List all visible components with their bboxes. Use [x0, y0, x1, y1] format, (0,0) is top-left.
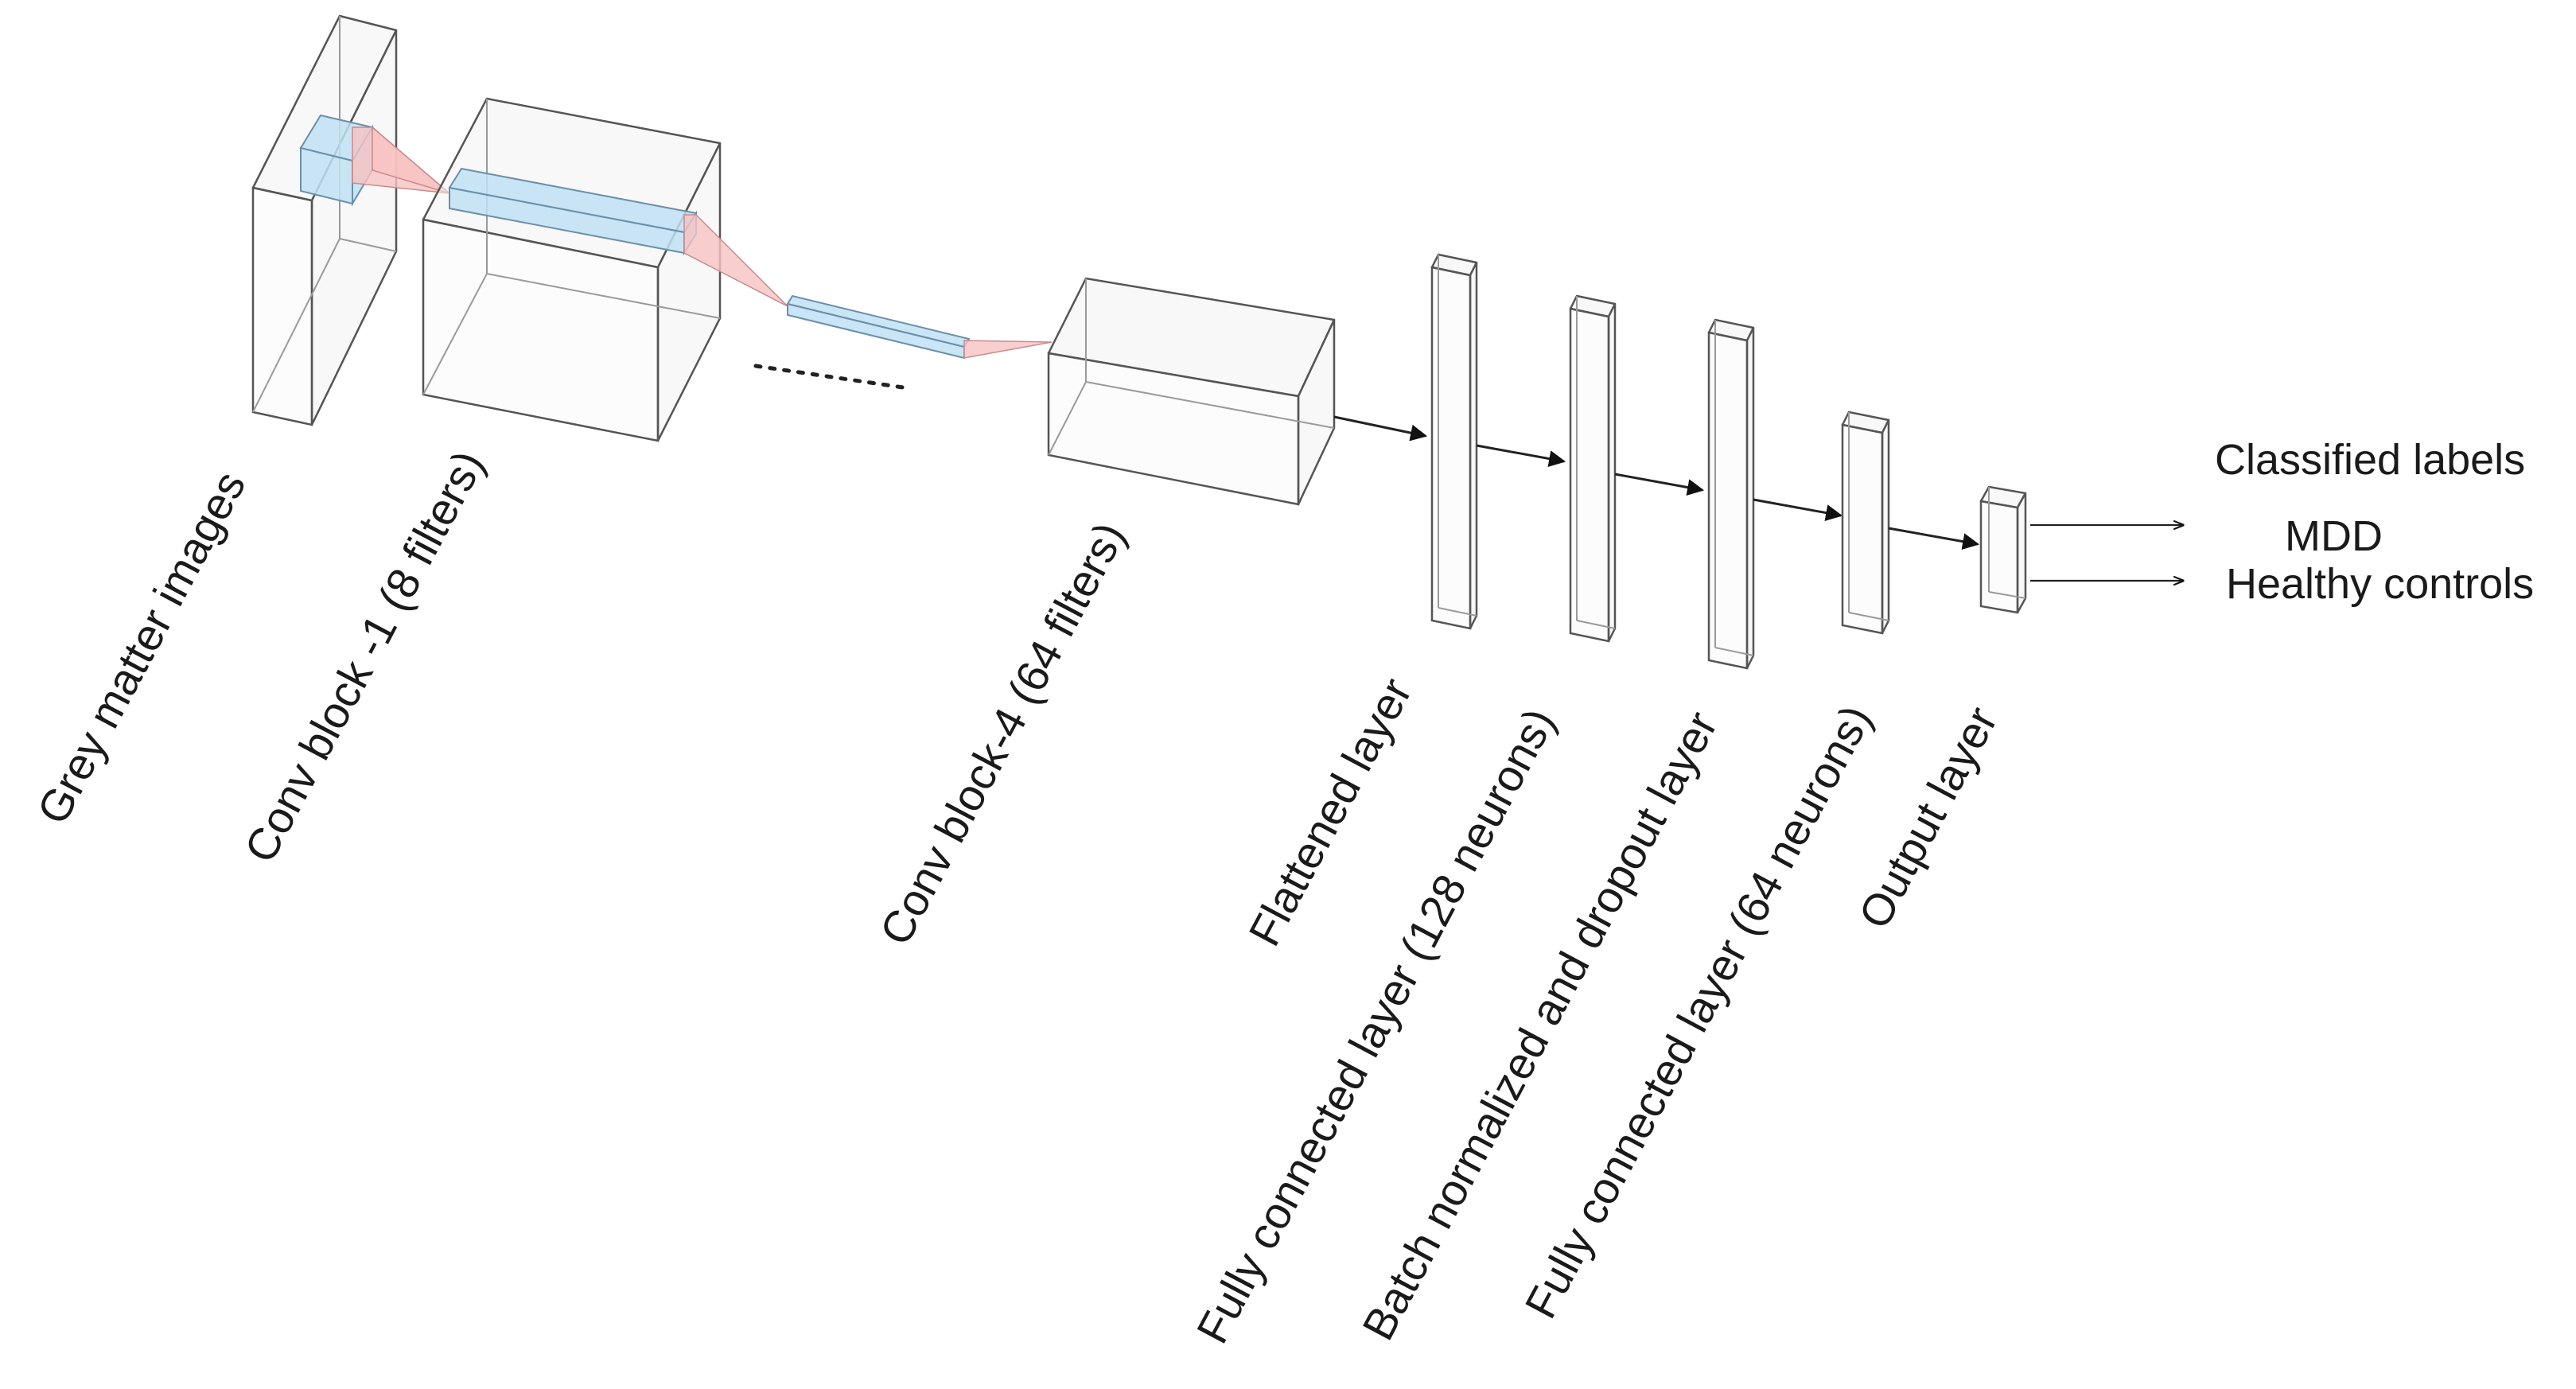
- fc2-block: [1841, 410, 1890, 635]
- class-label-healthy-controls: Healthy controls: [2226, 560, 2534, 608]
- fc1-block: [1569, 294, 1617, 643]
- layer-label-fc1: Fully connected layer (128 neurons): [1187, 700, 1565, 1351]
- conv4-incoming-kernel: [786, 294, 971, 360]
- layer-label-flatten: Flattened layer: [1239, 670, 1422, 954]
- classified-labels-title: Classified labels: [2215, 436, 2525, 484]
- layer-label-conv1: Conv block -1 (8 filters): [235, 442, 494, 870]
- flatten-block: [1430, 253, 1478, 630]
- conv4-block: [1047, 277, 1336, 506]
- arrow-bn-to-fc2: [1753, 498, 1843, 521]
- receptive-field-cone-3: [963, 340, 1053, 359]
- layer-label-input: Grey matter images: [27, 463, 255, 832]
- arrow-flatten-to-fc1: [1476, 444, 1566, 467]
- layer-label-conv4: Conv block-4 (64 filters): [870, 514, 1134, 953]
- ellipsis-dots: [753, 364, 911, 391]
- conv1-block: [422, 97, 722, 442]
- arrow-fc2-to-output: [1888, 527, 1980, 551]
- receptive-field-cone-1b: [372, 126, 450, 194]
- output-block: [1979, 485, 2027, 614]
- class-label-mdd: MDD: [2285, 512, 2383, 560]
- input-block: [251, 14, 398, 426]
- arrow-conv4-to-flatten: [1333, 415, 1428, 442]
- arrow-fc1-to-bn: [1614, 473, 1705, 496]
- bn-block: [1707, 318, 1755, 670]
